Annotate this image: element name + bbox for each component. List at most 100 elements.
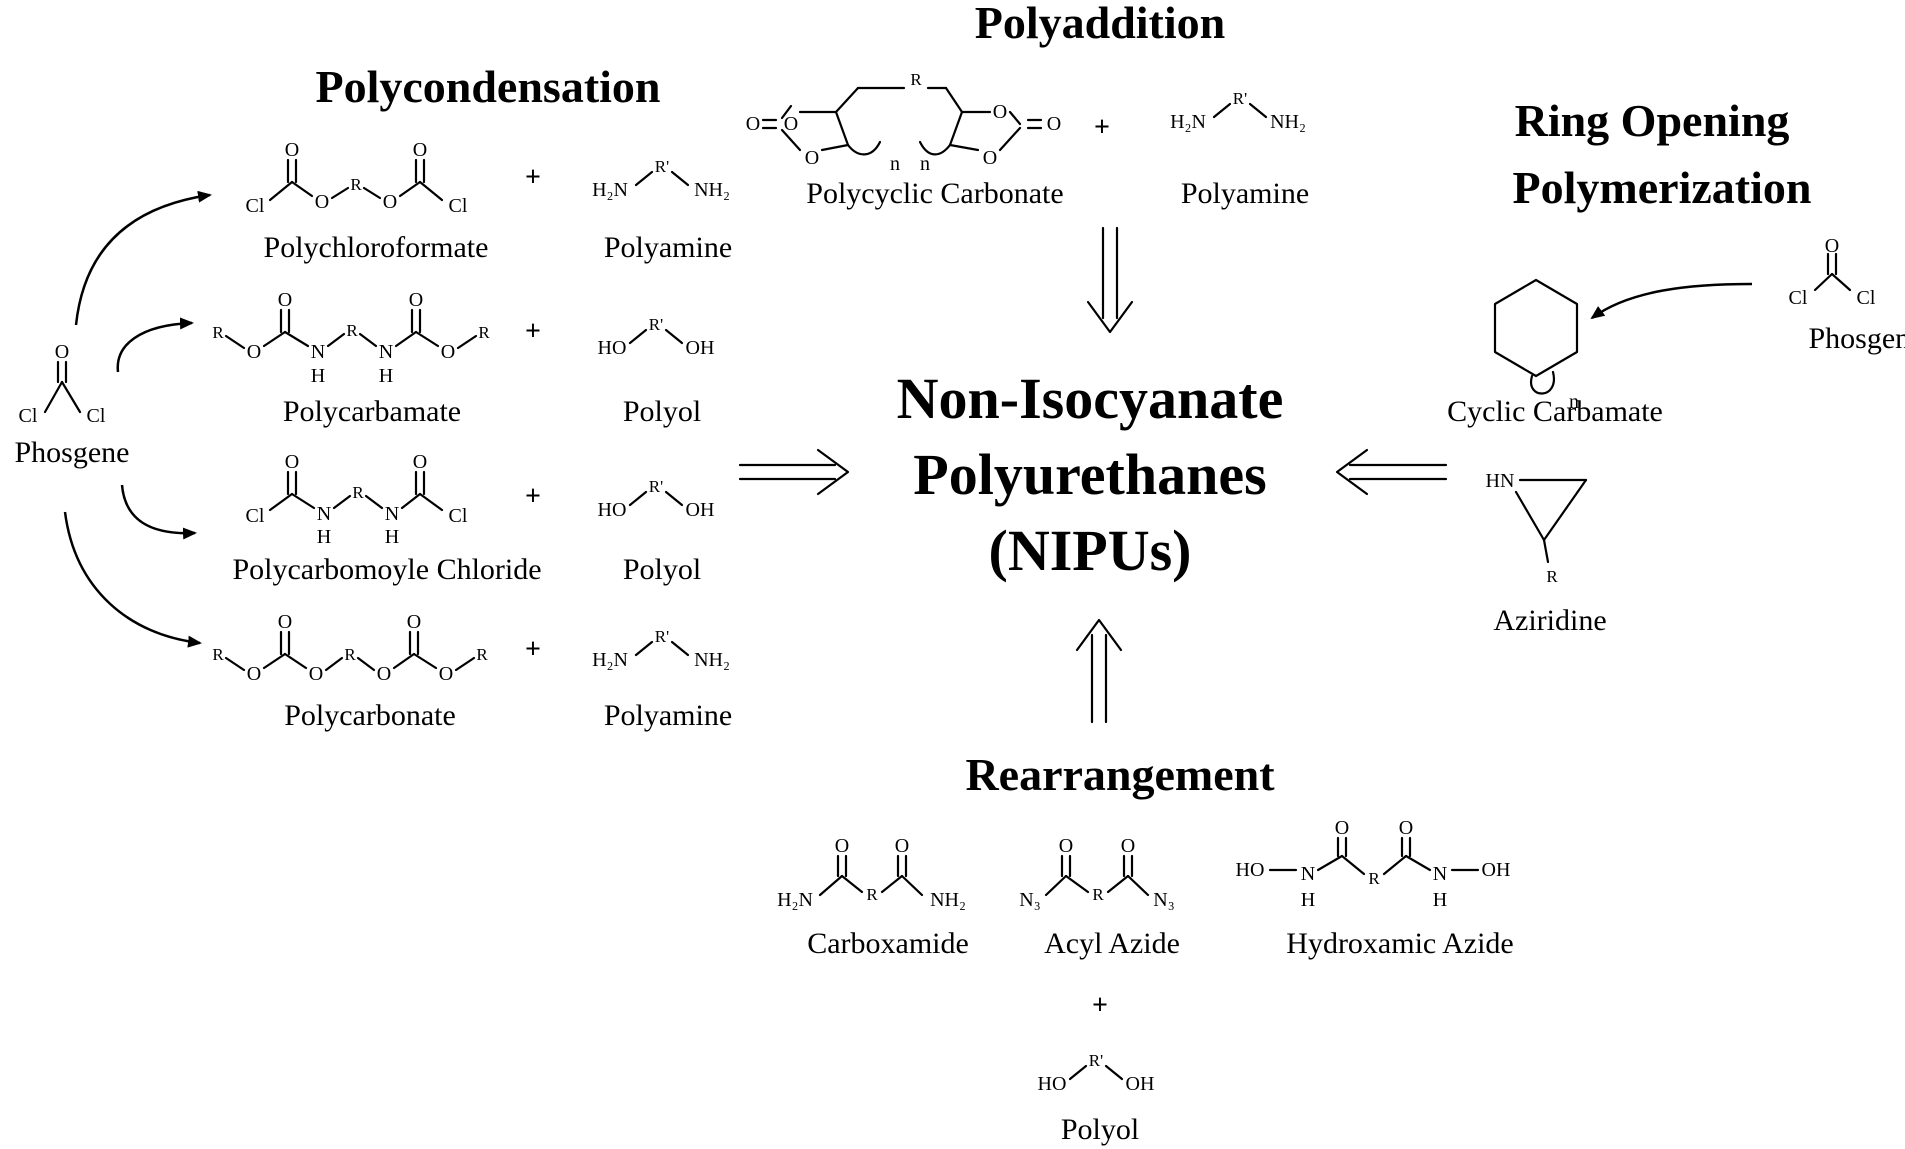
curved-arrow-ring <box>1590 282 1753 320</box>
atom-o: O <box>247 341 261 363</box>
title-polyaddition: Polyaddition <box>975 0 1226 48</box>
atom-ho: HO <box>1236 859 1265 881</box>
curved-arrow-1 <box>74 190 212 326</box>
atom-o: O <box>377 663 391 685</box>
atom-nh2: NH₂ <box>930 889 966 911</box>
double-arrow-top <box>1086 226 1134 334</box>
atom-r: R <box>212 645 224 664</box>
atom-o: O <box>278 289 292 311</box>
atom-ho: HO <box>598 499 627 521</box>
center-nipu-label: Non-Isocyanate Polyurethanes (NIPUs) <box>897 366 1284 583</box>
polyamine-label-2: Polyamine <box>604 699 732 732</box>
atom-o: O <box>285 139 299 161</box>
atom-o: O <box>278 611 292 633</box>
atom-r: R <box>1368 869 1380 888</box>
atom-o: O <box>247 663 261 685</box>
polyol-label-2: Polyol <box>623 553 701 586</box>
atom-o: O <box>983 147 997 169</box>
atom-n: N <box>379 341 393 363</box>
atom-o: O <box>441 341 455 363</box>
atom-h2n: H₂N <box>777 889 813 911</box>
atom-n: N <box>385 503 399 525</box>
atom-o: O <box>413 139 427 161</box>
atom-oh: OH <box>1126 1073 1155 1095</box>
atom-o: O <box>805 147 819 169</box>
atom-cl: Cl <box>1857 287 1876 309</box>
atom-cl: Cl <box>449 195 468 217</box>
atom-h2n: H₂N <box>1170 111 1206 133</box>
polycarbamate-label: Polycarbamate <box>283 395 461 428</box>
curved-arrow-4 <box>63 511 202 648</box>
atom-o: O <box>409 289 423 311</box>
polychloroformate-structure: Cl O O R O O Cl <box>246 139 468 217</box>
curved-arrow-2 <box>116 317 194 373</box>
polyol-structure-3: HO R' OH <box>1038 1051 1155 1095</box>
polyamine-structure-2: H₂N R' NH₂ <box>592 627 730 671</box>
plus-sign: + <box>525 634 541 665</box>
atom-n: N <box>317 503 331 525</box>
atom-r: R <box>350 175 362 194</box>
polyol-label-1: Polyol <box>623 395 701 428</box>
atom-o: O <box>439 663 453 685</box>
atom-h2n: H₂N <box>592 179 628 201</box>
polycarbonate-structure: R O O O R O O O R <box>212 611 488 685</box>
atom-o: O <box>895 835 909 857</box>
atom-rp: R' <box>655 157 669 176</box>
center-line-3: (NIPUs) <box>989 518 1192 583</box>
atom-o: O <box>993 101 1007 123</box>
atom-o: O <box>784 113 798 135</box>
atom-h2n: H₂N <box>592 649 628 671</box>
atom-rp: R' <box>1233 89 1247 108</box>
atom-h: H <box>311 365 325 387</box>
atom-cl: Cl <box>19 405 38 427</box>
atom-oh: OH <box>686 337 715 359</box>
atom-cl: Cl <box>246 505 265 527</box>
atom-o: O <box>1059 835 1073 857</box>
atom-o: O <box>1047 113 1061 135</box>
polychloroformate-label: Polychloroformate <box>264 231 489 264</box>
hydroxamic-azide-label: Hydroxamic Azide <box>1286 927 1513 960</box>
hydroxamic-azide-structure: HO N H O R O N H OH <box>1236 817 1511 911</box>
title-rearrangement: Rearrangement <box>965 749 1275 800</box>
atom-n: N <box>311 341 325 363</box>
atom-r: R <box>866 885 878 904</box>
polyamine-label-1: Polyamine <box>604 231 732 264</box>
polyamine-structure-3: H₂N R' NH₂ <box>1170 89 1306 133</box>
atom-o: O <box>383 191 397 213</box>
aziridine-label: Aziridine <box>1493 604 1606 637</box>
atom-r: R <box>478 323 490 342</box>
cyclic-carbamate-label: Cyclic Carbamate <box>1447 395 1663 428</box>
atom-o: O <box>315 191 329 213</box>
atom-h: H <box>317 526 331 548</box>
atom-o: O <box>413 451 427 473</box>
double-arrow-left <box>738 448 850 496</box>
atom-rp: R' <box>649 315 663 334</box>
atom-o: O <box>1399 817 1413 839</box>
atom-r: R <box>212 323 224 342</box>
atom-o: O <box>407 611 421 633</box>
atom-ho: HO <box>1038 1073 1067 1095</box>
atom-r: R <box>352 483 364 502</box>
atom-rp: R' <box>649 477 663 496</box>
polyol-structure-2: HO R' OH <box>598 477 715 521</box>
atom-o: O <box>309 663 323 685</box>
polycarbamate-structure: R O O N H R N H O O R <box>212 289 490 387</box>
atom-o: O <box>746 113 760 135</box>
phosgene-left-label: Phosgene <box>15 436 130 469</box>
acyl-azide-label: Acyl Azide <box>1044 927 1180 960</box>
polyamine-label-3: Polyamine <box>1181 177 1309 210</box>
polyol-structure-1: HO R' OH <box>598 315 715 359</box>
atom-r: R <box>476 645 488 664</box>
atom-o: O <box>835 835 849 857</box>
atom-rp: R' <box>1089 1051 1103 1070</box>
atom-r: R <box>1092 885 1104 904</box>
polycyclic-carbonate-label: Polycyclic Carbonate <box>806 177 1063 210</box>
atom-ho: HO <box>598 337 627 359</box>
plus-sign: + <box>525 162 541 193</box>
title-polycondensation: Polycondensation <box>315 61 660 112</box>
polycarbomoyle-chloride-label: Polycarbomoyle Chloride <box>232 553 541 586</box>
polyol-label-3: Polyol <box>1061 1113 1139 1146</box>
plus-sign: + <box>525 316 541 347</box>
atom-r: R <box>910 70 922 89</box>
